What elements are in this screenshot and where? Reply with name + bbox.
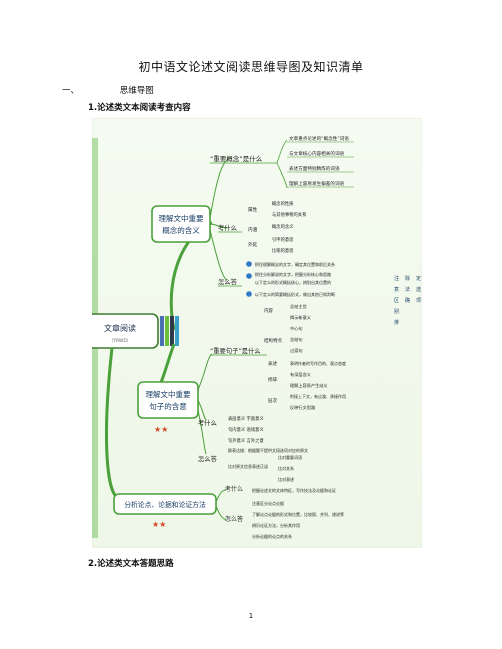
branch-2-sub-2: 结构特点 <box>264 337 282 344</box>
branch-1-group-1-item-4: 理解上容易发生偏差的词语 <box>289 180 345 187</box>
branch-2-group-2-item-3: 句外意义 言外之意 <box>228 437 264 444</box>
branch-3-group-1: 考什么 <box>225 485 243 493</box>
branch-2-label-2: 句子的含意 <box>149 401 187 411</box>
branch-1-sub-2-item-1: 概念的含义 <box>272 223 294 230</box>
branch-3-label: 分析论点、论据和论证方法 <box>124 500 206 509</box>
branch-3-group-2-item-1: 注意区分论点论据 <box>252 500 284 506</box>
page-title: 初中语文论述文阅读思维导图及知识清单 <box>138 60 364 74</box>
branch-2-group-3-item-4: 比对关系 <box>278 465 294 471</box>
branch-3-group-1-item-1: 把握论述文的文体特征，写作技法及论据和论证 <box>252 487 336 493</box>
branch-2-sub-1: 内容 <box>264 307 273 314</box>
branch-2-group-1: “重要句子”是什么 <box>210 346 261 355</box>
branch-2-sub-1-item-2: 揭示新意义 <box>290 314 312 321</box>
branch-1-box <box>151 205 211 243</box>
mind-map: 理解文中重要 概念的含义 “重要概念”是什么 文章重点论述的“概念性”词语 与文… <box>92 118 422 548</box>
branch-2-group-3-item-1: 换表达描：根据题干提供文段选项对应的原文 <box>228 447 308 453</box>
root-node: 文章阅读 （YRWD） <box>92 313 179 349</box>
branch-3-group-2: 怎么答 <box>225 515 243 523</box>
branch-2-group-2-item-2: 句内意义 语境意义 <box>228 426 264 433</box>
section-heading: 一、 思维导图 <box>62 84 154 96</box>
branch-1-sub-1-item-2: 与其他事物的关系 <box>272 211 307 218</box>
branch-3-stars: ★★ <box>152 520 166 529</box>
branch-1-sub-2: 内涵 <box>248 226 258 233</box>
branch-1: 理解文中重要 概念的含义 “重要概念”是什么 文章重点论述的“概念性”词语 与文… <box>151 135 354 331</box>
branch-1-sub-3: 外延 <box>248 241 258 248</box>
branch-1-group-2: 考什么 <box>218 223 237 232</box>
branch-1-group-3-item-1: 抓住理解概念的文字，确定其位置和前后关系 <box>255 261 335 267</box>
branch-1-sub-3-item-1: 引申的意思 <box>272 236 294 243</box>
branch-3: 分析论点、论据和论证方法 ★★ 考什么 把握论述文的文体特征，写作技法及论据和论… <box>104 347 344 539</box>
branch-2-sub-4-item-1: 有深层含义 <box>290 371 312 378</box>
branch-2-sub-2-item-3: 过渡句 <box>290 347 303 354</box>
root-sub: （YRWD） <box>109 338 132 344</box>
branch-1-label-1: 理解文中重要 <box>159 213 204 223</box>
branch-2-sub-2-item-2: 总结句 <box>290 336 303 343</box>
branch-2-group-3: 怎么答 <box>198 454 218 463</box>
branch-3-group-2-item-4: 分析论据的论点的关系 <box>252 533 292 539</box>
branch-2-label-1: 理解文中重要 <box>146 389 191 399</box>
sub-heading-2: 2.论述类文本答题思路 <box>88 559 174 569</box>
branch-2-sub-4-item-2: 理解上容易产生歧义 <box>290 382 329 389</box>
branch-3-group-2-item-2: 了解论点论据的形式和位置，比较照、并列、递进等 <box>252 511 344 517</box>
branch-1-group-1: “重要概念”是什么 <box>210 154 263 163</box>
branch-2: 理解文中重要 句子的含意 ★★ “重要句子”是什么 内容 总结主旨 揭示新意义 … <box>137 303 346 482</box>
branch-1-group-3-item-4: 以下定义的简要概括形式，做出其他已知判断 <box>255 291 335 297</box>
branch-1-group-1-item-3: 表述方面特别精炼的词语 <box>289 165 340 172</box>
branch-2-sub-3-item-1: 表明作者的写作目的、观点态度 <box>290 360 346 366</box>
branch-2-sub-5: 层次 <box>268 397 277 404</box>
branch-3-group-2-item-3: 辨识论证方法，分析其作用 <box>252 522 300 528</box>
branch-2-group-3-item-3: 比对重要词语 <box>278 454 302 460</box>
root-label: 文章阅读 <box>104 323 136 333</box>
branch-2-sub-5-item-1: 衔接上下文，有过渡、承接作用 <box>290 393 346 399</box>
branch-2-sub-1-item-1: 总结主旨 <box>290 303 307 310</box>
branch-2-group-3-item-5: 比对表述 <box>278 476 294 482</box>
branch-1-group-3-item-2: 抓住分析解说的文字，把握分析核心和思路 <box>255 271 331 277</box>
branch-2-stars: ★★ <box>154 425 168 434</box>
section-number: 一、 <box>62 86 80 96</box>
branch-1-sub-3-item-2: 比喻的意思 <box>272 247 294 254</box>
branch-1-group-3-item-3: 以下定义的形式概括核心，辨别出其位置的 <box>255 279 331 285</box>
page-number: 1 <box>248 612 254 620</box>
branch-1-group-1-item-1: 文章重点论述的“概念性”词语 <box>289 135 349 142</box>
side-note: 注意区别排除法确定选项 <box>394 275 421 326</box>
branch-1-sub-1: 属性 <box>248 206 258 213</box>
branch-3-box <box>113 493 217 515</box>
branch-2-group-2: 考什么 <box>198 418 217 427</box>
side-note-text: 注意区别排除法确定选项 <box>394 275 421 326</box>
branch-2-sub-4: 修辞 <box>268 376 277 383</box>
branch-2-box <box>137 381 199 419</box>
branch-2-sub-5-item-2: 反映行文思路 <box>290 404 316 411</box>
branch-2-sub-3: 表述 <box>268 360 277 367</box>
branch-1-sub-1-item-1: 概念的性质 <box>272 200 294 207</box>
branch-2-group-3-item-2: 比对原文信息表述正误 <box>228 463 268 469</box>
branch-2-group-2-item-1: 表层意义 字面意义 <box>228 415 264 422</box>
section-label: 思维导图 <box>119 86 154 96</box>
branch-1-label-2: 概念的含义 <box>162 225 200 235</box>
branch-1-group-3: 怎么答 <box>218 277 238 286</box>
branch-2-sub-2-item-1: 中心句 <box>290 325 303 332</box>
sub-heading-1: 1.论述类文本阅读考查内容 <box>88 103 191 113</box>
branch-1-group-1-item-2: 与文章核心内容相关的词语 <box>289 150 345 157</box>
